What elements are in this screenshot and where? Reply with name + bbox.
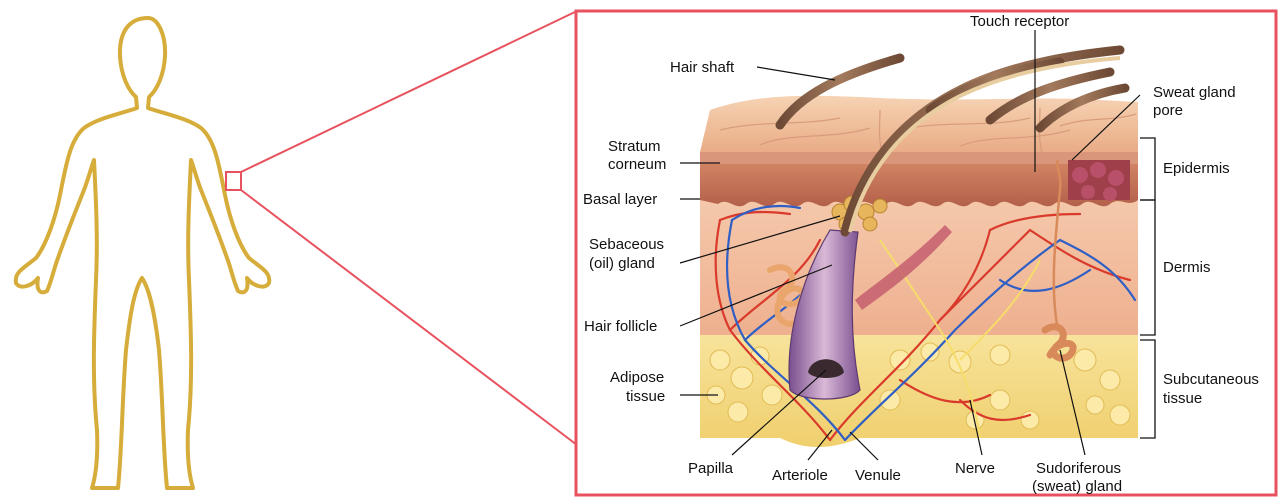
label-basal-layer: Basal layer [583,191,657,208]
dermis-layer [700,200,1138,335]
label-hair-follicle: Hair follicle [584,318,657,335]
zoom-line-bottom [241,190,577,445]
label-venule: Venule [855,467,901,484]
label-subcutaneous-line2: tissue [1163,390,1202,407]
label-sweat-gland-pore-line2: pore [1153,102,1183,119]
label-sebaceous-line2: (oil) gland [589,255,655,272]
label-nerve: Nerve [955,460,995,477]
label-sudoriferous-line1: Sudoriferous [1036,460,1121,477]
label-papilla: Papilla [688,460,734,477]
label-stratum-corneum-line2: corneum [608,156,666,173]
label-adipose-line2: tissue [626,388,665,405]
human-silhouette-outline [16,18,270,488]
human-figure-icon [16,18,270,488]
zoom-marker [226,172,241,190]
label-subcutaneous-line1: Subcutaneous [1163,371,1259,388]
skin-block [700,50,1138,447]
label-arteriole: Arteriole [772,467,828,484]
label-adipose-line1: Adipose [610,369,664,386]
label-epidermis: Epidermis [1163,160,1230,177]
label-stratum-corneum-line1: Stratum [608,138,661,155]
label-dermis: Dermis [1163,259,1211,276]
zoom-line-top [241,11,577,172]
label-sudoriferous-line2: (sweat) gland [1032,478,1122,495]
label-hair-shaft: Hair shaft [670,59,735,76]
epidermis-cross-section-detail [1068,160,1130,201]
label-sebaceous-line1: Sebaceous [589,236,664,253]
label-sweat-gland-pore-line1: Sweat gland [1153,84,1236,101]
label-touch-receptor: Touch receptor [970,13,1069,30]
